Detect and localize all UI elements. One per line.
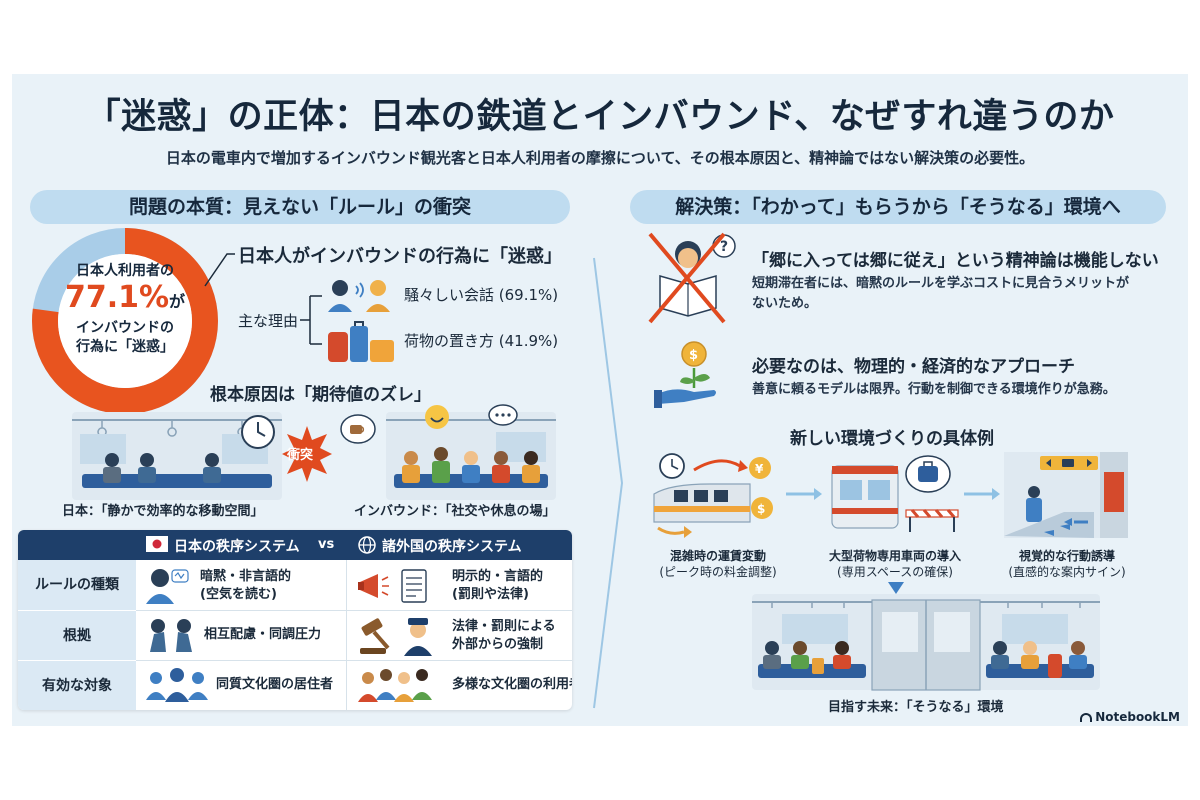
conversation-icon <box>328 280 390 312</box>
clash-burst <box>282 426 332 482</box>
bracket <box>300 295 322 345</box>
gavel-police-icon <box>360 618 432 656</box>
japan-flag-icon <box>146 536 168 552</box>
svg-text:?: ? <box>720 239 728 255</box>
donut-line4: 行為に「迷惑」 <box>76 339 174 355</box>
reading-person-crossed-icon: ? <box>648 232 736 324</box>
reason-luggage: 荷物の置き方 (41.9%) <box>404 332 559 350</box>
hand-coin-plant-icon: $ <box>654 341 716 408</box>
smile-icon <box>425 405 449 429</box>
arrow-icon <box>964 488 1000 500</box>
svg-text:$: $ <box>757 502 765 516</box>
future-train-illustration <box>752 594 1100 691</box>
lively-train-illustration <box>386 412 556 500</box>
clock-icon <box>241 415 275 449</box>
section-divider <box>593 257 624 709</box>
col-foreign-system: 諸外国の秩序システム <box>382 539 522 555</box>
row-label-rule-type: ルールの種類 <box>18 560 136 610</box>
jp-target: 同質文化圏の居住者 <box>216 677 334 692</box>
reasons-label: 主な理由 <box>238 312 299 330</box>
down-arrow-icon <box>888 582 904 594</box>
donut-percent-suffix: が <box>169 292 186 311</box>
arrow-icon <box>786 488 822 500</box>
point1-body-line1: 短期滞在者には、暗黙のルールを学ぶコストに見合うメリットが <box>752 276 1130 291</box>
col-japan-system: 日本の秩序システム <box>174 539 300 555</box>
reason-conversation: 騒々しい会話 (69.1%) <box>404 286 559 304</box>
luggage-car-illustration <box>831 455 959 532</box>
point2-heading: 必要なのは、物理的・経済的なアプローチ <box>752 357 1075 377</box>
donut-percent: 77.1% <box>64 280 170 315</box>
jp-rule-type-line2: (空気を読む) <box>200 587 277 602</box>
jp-rule-type-line1: 暗黙・非言語的 <box>200 569 292 584</box>
example3-line2: (直感的な案内サイン) <box>1008 565 1126 579</box>
silent-person-icon <box>146 569 189 604</box>
megaphone-document-icon <box>358 569 427 603</box>
group-people-icon <box>146 668 208 702</box>
page-subtitle: 日本の電車内で増加するインバウンド観光客と日本人利用者の摩擦について、その根本原… <box>165 149 1035 167</box>
vs-label: vs <box>318 537 335 552</box>
foreign-target: 多様な文化圏の利用者 <box>452 677 572 692</box>
row-label-target: 有効な対象 <box>18 660 136 710</box>
donut-segment-77 <box>32 228 218 414</box>
pointer-line <box>204 253 235 287</box>
chat-bubble-icon <box>488 404 518 426</box>
foreign-basis-line1: 法律・罰則による <box>452 619 556 634</box>
quiet-train-illustration <box>72 412 282 500</box>
brand-label: NotebookLM <box>1095 710 1180 724</box>
platform-guidance-illustration <box>1004 452 1128 538</box>
foreign-rule-type-line2: (罰則や法律) <box>452 587 529 602</box>
donut-line1: 日本人利用者の <box>76 263 174 279</box>
fare-change-illustration: ¥ $ <box>653 453 773 538</box>
donut-hole <box>58 254 192 388</box>
point2-body: 善意に頼るモデルは限界。行動を制御できる環境作りが急務。 <box>752 382 1116 397</box>
inbound-caption: インバウンド：「社交や休息の場」 <box>354 504 556 519</box>
diverse-people-icon <box>358 669 432 702</box>
example3-line1: 視覚的な行動誘導 <box>1018 549 1115 563</box>
donut-line3: インバウンドの <box>76 320 174 336</box>
example2-line2: (専用スペースの確保) <box>837 565 953 579</box>
examples-title: 新しい環境づくりの具体例 <box>790 429 994 449</box>
clash-label: 衝突 <box>287 448 314 463</box>
foreign-rule-type-line1: 明示的・言語的 <box>452 569 544 584</box>
example2-caption: 大型荷物専用車両の導入 (専用スペースの確保) <box>820 548 970 580</box>
example1-caption: 混雑時の運賃変動 (ピーク時の料金調整) <box>648 548 788 580</box>
coffee-bubble-icon <box>340 414 376 444</box>
notebooklm-logo: NotebookLM <box>1080 710 1180 724</box>
table-header <box>18 530 572 560</box>
left-heading: 日本人がインバウンドの行為に「迷惑」 <box>238 246 562 267</box>
luggage-icon <box>328 321 394 362</box>
right-banner: 解決策：「わかって」もらうから「そうなる」環境へ <box>630 190 1166 224</box>
page-title: 「迷惑」の正体：日本の鉄道とインバウンド、なぜすれ違うのか <box>85 97 1115 137</box>
future-caption: 目指す未来：「そうなる」環境 <box>828 700 1004 715</box>
example1-line2: (ピーク時の料金調整) <box>659 565 777 579</box>
example2-line1: 大型荷物専用車両の導入 <box>828 549 961 563</box>
comparison-table: 日本の秩序システム vs 諸外国の秩序システム ルールの種類 根拠 有効な対象 … <box>18 530 572 710</box>
svg-text:¥: ¥ <box>755 462 764 476</box>
notebooklm-logo-icon <box>1080 713 1093 722</box>
bowing-people-icon <box>150 619 192 652</box>
svg-text:$: $ <box>689 348 698 363</box>
point1-body-line2: ないため。 <box>752 296 818 311</box>
left-banner: 問題の本質：見えない「ルール」の衝突 <box>30 190 570 224</box>
globe-icon <box>358 536 376 554</box>
example1-line1: 混雑時の運賃変動 <box>669 549 766 563</box>
row-label-basis: 根拠 <box>18 610 136 660</box>
point1-heading: 「郷に入っては郷に従え」という精神論は機能しない <box>752 251 1159 271</box>
japan-caption: 日本：「静かで効率的な移動空間」 <box>62 504 264 519</box>
jp-basis: 相互配慮・同調圧力 <box>204 627 322 642</box>
donut-label: 日本人利用者の 77.1%が インバウンドの 行為に「迷惑」 <box>52 262 198 357</box>
foreign-basis-line2: 外部からの強制 <box>452 637 544 652</box>
root-cause: 根本原因は「期待値のズレ」 <box>210 385 431 405</box>
example3-caption: 視覚的な行動誘導 (直感的な案内サイン) <box>994 548 1140 580</box>
donut-chart <box>32 228 218 414</box>
